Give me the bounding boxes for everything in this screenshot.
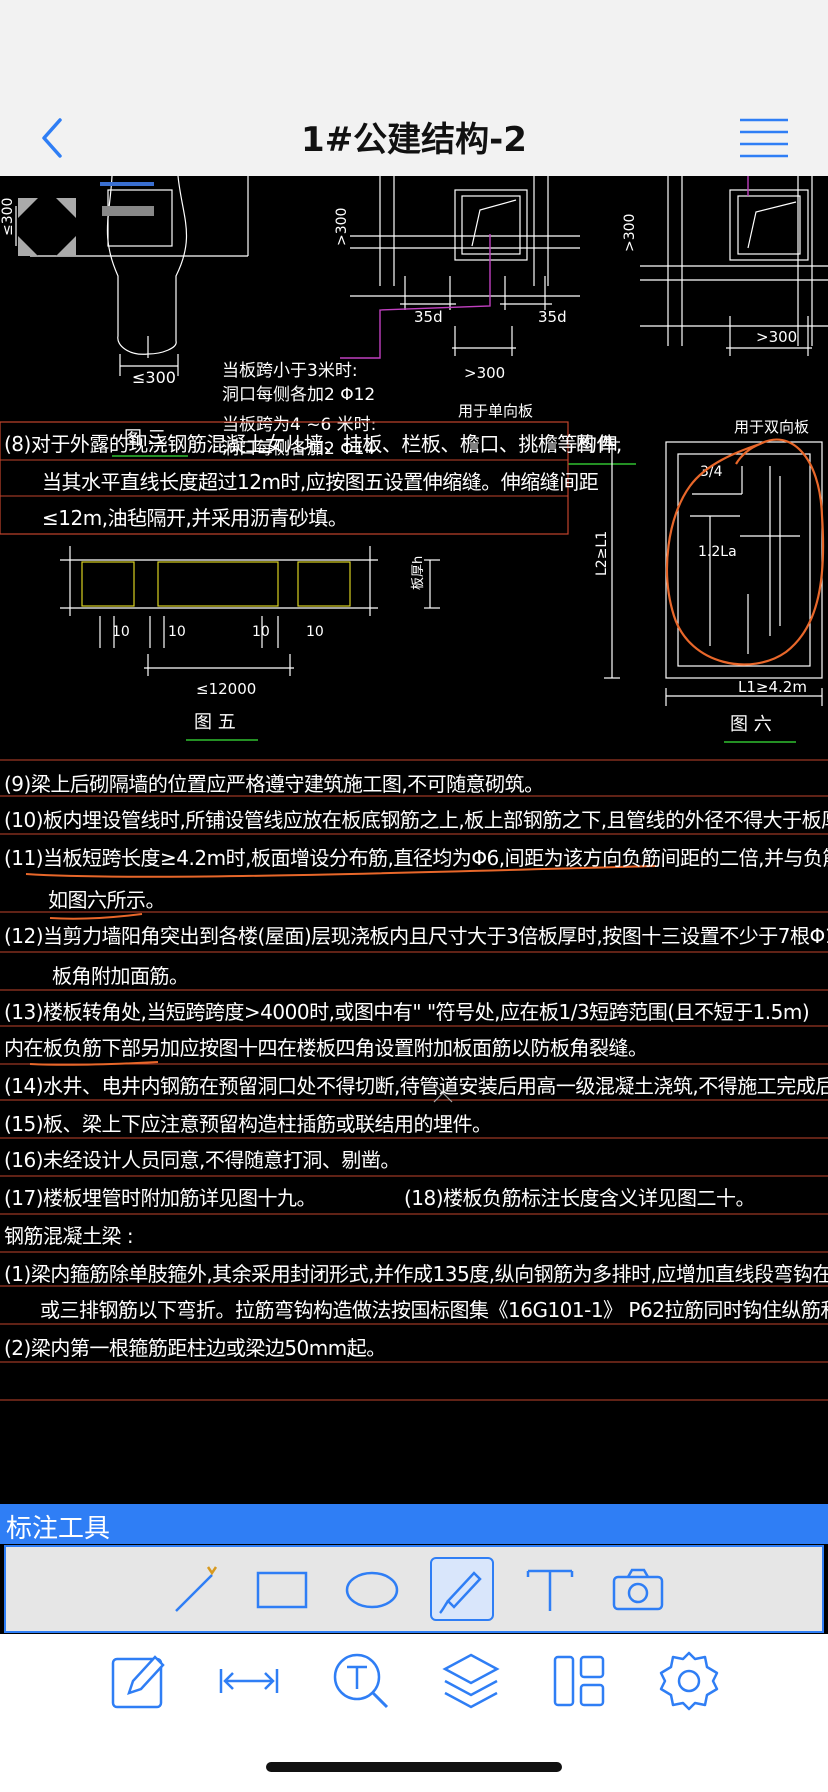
note-8-line-3: ≤12m,油毡隔开,并采用沥青砂填。 bbox=[42, 506, 348, 530]
menu-button[interactable] bbox=[738, 114, 790, 160]
note-11-line-1: (11)当板短跨长度≥4.2m时,板面增设分布筋,直径均为Φ6,间距为该方向负筋… bbox=[4, 846, 828, 870]
gear-icon bbox=[659, 1651, 719, 1711]
fig4-dim-a: 35d bbox=[414, 308, 443, 326]
camera-tool-button[interactable] bbox=[606, 1557, 670, 1621]
fig5-label: 图 五 bbox=[194, 712, 236, 733]
annotation-ellipse[interactable] bbox=[665, 438, 825, 666]
ellipse-tool-button[interactable] bbox=[340, 1557, 404, 1621]
note-12-line-2: 板角附加面筋。 bbox=[52, 964, 189, 988]
measure-button[interactable] bbox=[214, 1646, 284, 1716]
pen-tool-icon bbox=[439, 1571, 482, 1614]
beam-note-2: (2)梁内第一根箍筋距柱边或梁边50mm起。 bbox=[4, 1336, 386, 1360]
fig5-total-dim: ≤12000 bbox=[196, 680, 256, 698]
text-search-icon bbox=[333, 1653, 389, 1709]
fig6-l1-dim: L1≥4.2m bbox=[738, 678, 807, 696]
fig6-label: 图 六 bbox=[730, 714, 772, 735]
line-tool-button[interactable] bbox=[164, 1557, 228, 1621]
annotation-toolbar-title: 标注工具 bbox=[6, 1514, 111, 1544]
fig5-dim-4: 10 bbox=[306, 624, 324, 640]
fig6-dim-a: 3/4 bbox=[700, 464, 723, 480]
navigation-bar: 1#公建结构-2 bbox=[0, 100, 828, 177]
fig5-dim-3: 10 bbox=[252, 624, 270, 640]
fig4-dim-c: >300 bbox=[464, 364, 505, 382]
text-tool-icon bbox=[526, 1569, 574, 1611]
cad-drawing-viewport[interactable]: ≤300 ≤300 图 三 当板跨小于3米时: 洞口每侧各加2 Φ12 当板跨为… bbox=[0, 176, 828, 1504]
annotation-underline-2[interactable] bbox=[49, 913, 143, 920]
annotate-button[interactable] bbox=[104, 1646, 174, 1716]
fig4-caption-double: 用于双向板 bbox=[734, 418, 809, 436]
annotation-toolbar bbox=[4, 1545, 824, 1633]
rectangle-tool-icon bbox=[256, 1571, 308, 1609]
bottom-toolbar bbox=[0, 1634, 828, 1792]
measure-icon bbox=[219, 1669, 279, 1693]
note-9: (9)梁上后砌隔墙的位置应严格遵守建筑施工图,不可随意砌筑。 bbox=[4, 772, 544, 796]
note-b1: 当板跨为4 ~6 米时: bbox=[222, 415, 376, 435]
fig4-vert-dim: >300 bbox=[334, 208, 350, 246]
note-a2: 洞口每侧各加2 Φ12 bbox=[222, 385, 375, 405]
fig3-dim-text: ≤300 bbox=[132, 368, 176, 387]
note-15: (15)板、梁上下应注意预留构造柱插筋或联结用的埋件。 bbox=[4, 1112, 492, 1136]
beam-note-1-line-2: 或三排钢筋以下弯折。拉筋弯钩构造做法按国标图集《16G101-1》 P62拉筋同… bbox=[40, 1298, 828, 1322]
hamburger-menu-icon bbox=[740, 118, 788, 158]
fig4-label: 图 四 bbox=[576, 434, 618, 455]
edit-icon bbox=[111, 1655, 165, 1709]
beam-note-1-line-1: (1)梁内箍筋除单肢箍外,其余采用封闭形式,并作成135度,纵向钢筋为多排时,应… bbox=[4, 1262, 828, 1286]
note-13-line-1: (13)楼板转角处,当短跨跨度>4000时,或图中有" "符号处,应在板1/3短… bbox=[4, 1000, 810, 1024]
fig3-left-dim-text: ≤300 bbox=[0, 198, 16, 236]
beam-section-title: 钢筋混凝土梁 : bbox=[4, 1224, 134, 1248]
fig6-l2-dim: L2≥L1 bbox=[594, 531, 610, 576]
note-10: (10)板内埋设管线时,所铺设管线应放在板底钢筋之上,板上部钢筋之下,且管线的外… bbox=[4, 808, 828, 832]
text-tool-button[interactable] bbox=[518, 1557, 582, 1621]
text-search-button[interactable] bbox=[326, 1646, 396, 1716]
note-8-line-2: 当其水平直线长度超过12m时,应按图五设置伸缩缝。伸缩缝间距 bbox=[42, 470, 599, 494]
fig4-dim-b: 35d bbox=[538, 308, 567, 326]
note-12-line-1: (12)当剪力墙阳角突出到各楼(屋面)层现浇板内且尺寸大于3倍板厚时,按图十三设… bbox=[4, 924, 828, 948]
note-17: (17)楼板埋管时附加筋详见图十九。 bbox=[4, 1186, 317, 1210]
note-a1: 当板跨小于3米时: bbox=[222, 361, 358, 381]
layout-button[interactable] bbox=[544, 1646, 614, 1716]
annotation-strike-3[interactable] bbox=[29, 1061, 159, 1066]
fig5-dim-1: 10 bbox=[112, 624, 130, 640]
expand-icon[interactable] bbox=[18, 198, 76, 256]
note-13-line-2: 内在板负筋下部另加应按图十四在楼板四角设置附加板面筋以防板角裂缝。 bbox=[4, 1036, 648, 1060]
note-b2: 洞口每侧各加2 Φ14 bbox=[222, 439, 375, 459]
fig3-label: 图 三 bbox=[124, 428, 166, 449]
cross-marker-icon bbox=[433, 1083, 453, 1103]
camera-icon bbox=[612, 1568, 664, 1611]
page-title: 1#公建结构-2 bbox=[301, 120, 527, 160]
fig6-dim-b: 1.2La bbox=[698, 544, 737, 560]
annotation-toolbar-header: 标注工具 bbox=[0, 1504, 828, 1544]
note-16: (16)未经设计人员同意,不得随意打洞、剔凿。 bbox=[4, 1148, 400, 1172]
fig5-dim-2: 10 bbox=[168, 624, 186, 640]
line-tool-icon bbox=[175, 1566, 218, 1612]
pen-tool-button[interactable] bbox=[430, 1557, 494, 1621]
cad-drawing: ≤300 ≤300 图 三 当板跨小于3米时: 洞口每侧各加2 Φ12 当板跨为… bbox=[0, 176, 828, 1401]
fig4r-dim: >300 bbox=[756, 328, 797, 346]
rectangle-tool-button[interactable] bbox=[250, 1557, 314, 1621]
note-18: (18)楼板负筋标注长度含义详见图二十。 bbox=[404, 1186, 756, 1210]
layers-button[interactable] bbox=[436, 1646, 506, 1716]
fig4r-vert-dim: >300 bbox=[622, 214, 638, 252]
chevron-left-icon bbox=[42, 118, 62, 158]
fig5-side-dim: 板厚h bbox=[411, 556, 426, 590]
layers-icon bbox=[442, 1653, 500, 1709]
note-11-line-2: 如图六所示。 bbox=[48, 888, 166, 912]
back-button[interactable] bbox=[30, 110, 80, 166]
layout-icon bbox=[553, 1655, 605, 1707]
fig4-caption-single: 用于单向板 bbox=[458, 402, 533, 420]
status-bar bbox=[0, 0, 828, 100]
note-8-line-1: (8)对于外露的现浇钢筋混凝土女儿墙、挂板、栏板、檐口、挑檐等构件, bbox=[4, 432, 622, 456]
settings-button[interactable] bbox=[654, 1646, 724, 1716]
home-indicator[interactable] bbox=[266, 1762, 562, 1772]
annotation-underline-1[interactable] bbox=[25, 865, 657, 878]
ellipse-tool-icon bbox=[345, 1571, 399, 1609]
note-14: (14)水井、电井内钢筋在预留洞口处不得切断,待管道安装后用高一级混凝土浇筑,不… bbox=[4, 1074, 828, 1098]
